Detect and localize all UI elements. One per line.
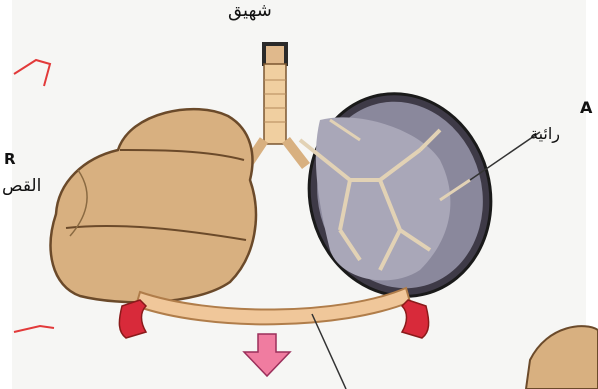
right-lung-cutaway: [287, 73, 514, 317]
annotation-stroke-bottom: [14, 326, 54, 332]
right-diaphragm-arrow: [402, 300, 429, 338]
partial-lung-bottom-right: [526, 326, 598, 389]
trachea: [244, 42, 306, 170]
right-label-ar: رائية: [530, 124, 560, 143]
right-label-en: A: [580, 98, 592, 117]
left-lung: [51, 109, 256, 302]
annotation-stroke-top: [14, 60, 50, 86]
downward-arrow: [244, 334, 290, 376]
leader-line-bottom: [312, 314, 346, 389]
trachea-label: شهيق: [228, 0, 272, 21]
left-diaphragm-arrow: [119, 300, 146, 338]
left-label-ar: القص: [2, 176, 41, 196]
left-label-en: R: [4, 150, 16, 168]
